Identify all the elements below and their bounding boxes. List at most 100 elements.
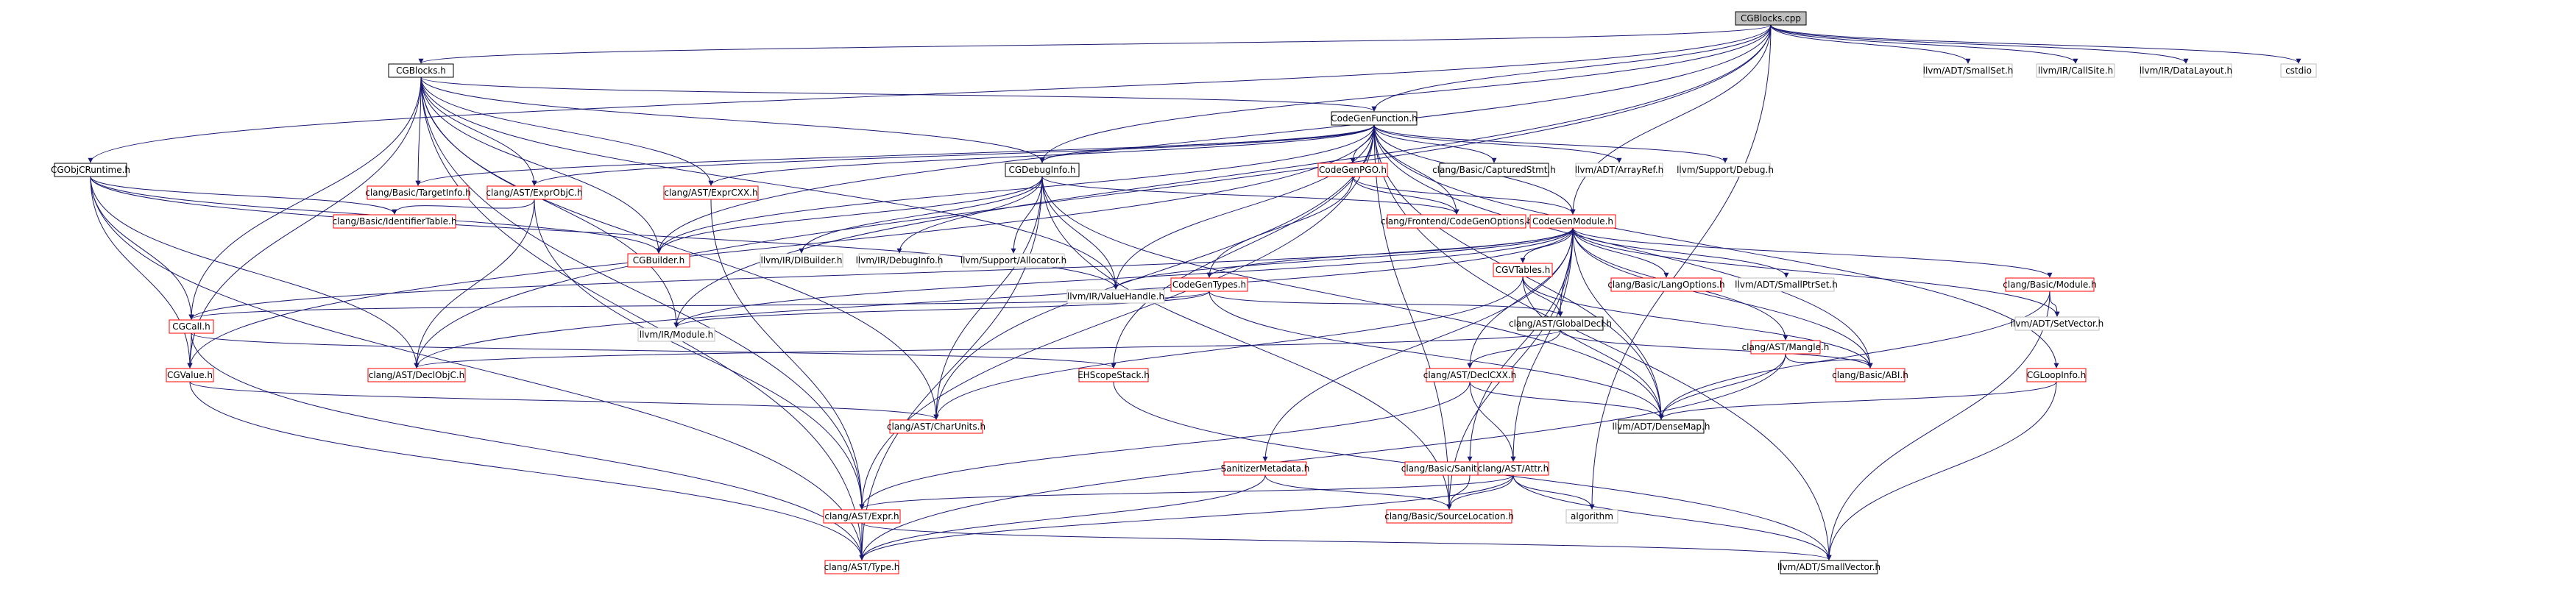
node-box xyxy=(1575,163,1663,177)
node-densemap[interactable]: llvm/ADT/DenseMap.h xyxy=(1613,419,1710,434)
include-edge xyxy=(1826,291,2050,560)
node-label: CGLoopInfo.h xyxy=(2027,370,2086,380)
include-edge xyxy=(420,76,1045,163)
node-sourcelocation[interactable]: clang/Basic/SourceLocation.h xyxy=(1384,509,1514,524)
node-root: CGBlocks.cpp xyxy=(1735,11,1807,26)
node-label: llvm/ADT/DenseMap.h xyxy=(1613,421,1710,432)
node-cstdio: cstdio xyxy=(2280,63,2317,78)
node-label: clang/AST/CharUnits.h xyxy=(887,421,986,432)
node-type[interactable]: clang/AST/Type.h xyxy=(824,560,900,574)
node-arrayref: llvm/ADT/ArrayRef.h xyxy=(1575,163,1663,177)
node-box xyxy=(1835,368,1906,382)
include-edge xyxy=(708,124,1375,186)
node-codegenmodule[interactable]: CodeGenModule.h xyxy=(1529,214,1616,229)
node-label: llvm/ADT/SmallSet.h xyxy=(1923,65,2014,76)
node-box xyxy=(1387,214,1526,229)
node-box xyxy=(1780,560,1878,574)
include-edge xyxy=(415,124,1375,186)
include-edge xyxy=(420,76,865,510)
node-codegentypes[interactable]: CodeGenTypes.h xyxy=(1170,277,1248,292)
include-edge xyxy=(1572,227,1873,369)
include-edge xyxy=(415,76,422,186)
node-basicmodule[interactable]: clang/Basic/Module.h xyxy=(2003,277,2097,292)
node-charunits[interactable]: clang/AST/CharUnits.h xyxy=(887,419,986,434)
include-edge xyxy=(420,76,865,560)
node-codegenoptions[interactable]: clang/Frontend/CodeGenOptions.h xyxy=(1381,214,1532,229)
node-exprobjc[interactable]: clang/AST/ExprObjC.h xyxy=(486,185,583,200)
node-box xyxy=(2014,316,2100,331)
node-box xyxy=(54,163,127,177)
node-box xyxy=(169,319,214,334)
node-debug: llvm/Support/Debug.h xyxy=(1677,163,1774,177)
node-codegenfunction[interactable]: CodeGenFunction.h xyxy=(1331,111,1418,126)
include-edge xyxy=(90,176,420,369)
include-edge xyxy=(799,176,1043,254)
node-ehscopestack[interactable]: EHScopeStack.h xyxy=(1078,368,1150,382)
node-globaldecl[interactable]: clang/AST/GlobalDecl.h xyxy=(1509,316,1612,331)
node-declobjc[interactable]: clang/AST/DeclObjC.h xyxy=(367,368,466,382)
include-edge xyxy=(414,24,1772,369)
node-smallset: llvm/ADT/SmallSet.h xyxy=(1923,63,2014,78)
node-label: CGValue.h xyxy=(167,370,213,380)
include-edge xyxy=(1352,176,1459,215)
node-identifiertable[interactable]: clang/Basic/IdentifierTable.h xyxy=(333,214,457,229)
include-edge xyxy=(656,176,1043,254)
include-edge xyxy=(1352,176,1576,215)
node-cgblocks-h[interactable]: CGBlocks.h xyxy=(388,63,454,78)
node-targetinfo[interactable]: clang/Basic/TargetInfo.h xyxy=(365,185,471,200)
node-langoptions[interactable]: clang/Basic/LangOptions.h xyxy=(1607,277,1725,292)
node-label: clang/AST/ExprCXX.h xyxy=(664,188,757,198)
node-sanitizermetadata[interactable]: SanitizerMetadata.h xyxy=(1221,461,1310,476)
node-cgdebuginfo[interactable]: CGDebugInfo.h xyxy=(1005,163,1080,177)
node-setvector: llvm/ADT/SetVector.h xyxy=(2011,316,2103,331)
node-box xyxy=(2036,63,2115,78)
node-valuehandle: llvm/IR/ValueHandle.h xyxy=(1066,289,1165,304)
include-edge xyxy=(1373,124,1622,163)
node-cgvtables[interactable]: CGVTables.h xyxy=(1493,263,1553,277)
include-edge xyxy=(861,522,1832,560)
node-exprcxx[interactable]: clang/AST/ExprCXX.h xyxy=(663,185,759,200)
node-capturedstmt[interactable]: clang/Basic/CapturedStmt.h xyxy=(1432,163,1556,177)
node-mangle[interactable]: clang/AST/Mangle.h xyxy=(1742,340,1830,355)
node-label: clang/AST/Type.h xyxy=(824,562,900,572)
node-box xyxy=(2026,368,2087,382)
include-edge xyxy=(1373,124,1728,163)
include-edge xyxy=(673,227,1574,328)
include-edge xyxy=(90,176,1119,290)
include-edge xyxy=(1113,124,1375,290)
node-abi[interactable]: clang/Basic/ABI.h xyxy=(1832,368,1908,382)
node-expr[interactable]: clang/AST/Expr.h xyxy=(823,509,901,524)
node-label: llvm/ADT/SmallVector.h xyxy=(1777,562,1880,572)
node-box xyxy=(367,368,466,382)
node-cgbuilder[interactable]: CGBuilder.h xyxy=(627,253,690,268)
node-label: clang/Basic/SourceLocation.h xyxy=(1384,511,1514,522)
include-edge xyxy=(1113,227,1574,290)
include-edge xyxy=(189,381,939,420)
node-cgvalue[interactable]: CGValue.h xyxy=(166,368,214,382)
include-edge xyxy=(420,76,1377,112)
node-box xyxy=(1170,277,1248,292)
node-box xyxy=(166,368,214,382)
node-attr[interactable]: clang/AST/Attr.h xyxy=(1477,461,1549,476)
node-box xyxy=(1610,277,1722,292)
node-box xyxy=(333,214,456,229)
node-box xyxy=(760,253,843,268)
node-cgcall[interactable]: CGCall.h xyxy=(169,319,214,334)
node-declcxx[interactable]: clang/AST/DeclCXX.h xyxy=(1423,368,1517,382)
node-label: CGObjCRuntime.h xyxy=(51,165,130,175)
include-edge xyxy=(1522,276,1563,317)
node-box xyxy=(1618,419,1705,434)
node-cgloopinfo[interactable]: CGLoopInfo.h xyxy=(2026,368,2087,382)
include-edge xyxy=(1011,176,1043,254)
include-edge xyxy=(933,124,1375,420)
include-edge xyxy=(1264,474,1452,510)
node-smallvector[interactable]: llvm/ADT/SmallVector.h xyxy=(1777,560,1880,574)
include-edge xyxy=(420,76,714,186)
node-codegenpgo[interactable]: CodeGenPGO.h xyxy=(1317,163,1388,177)
node-label: llvm/IR/DataLayout.h xyxy=(2140,65,2232,76)
node-box xyxy=(2005,277,2095,292)
include-edge xyxy=(1446,474,1514,510)
node-cgobjcruntime[interactable]: CGObjCRuntime.h xyxy=(51,163,130,177)
node-box xyxy=(1386,509,1512,524)
include-edge xyxy=(1572,227,1669,278)
